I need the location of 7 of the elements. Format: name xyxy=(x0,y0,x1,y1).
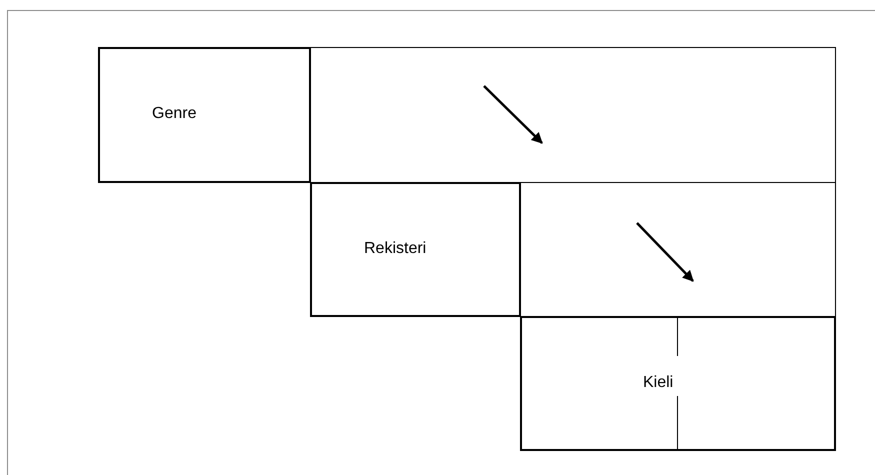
box-label: Genre xyxy=(152,105,196,123)
label-box xyxy=(310,182,521,317)
empty-box xyxy=(310,47,836,183)
box-label: Rekisteri xyxy=(364,240,426,258)
label-box xyxy=(98,47,311,183)
box-label: Kieli xyxy=(643,374,674,392)
label-box xyxy=(520,316,836,451)
